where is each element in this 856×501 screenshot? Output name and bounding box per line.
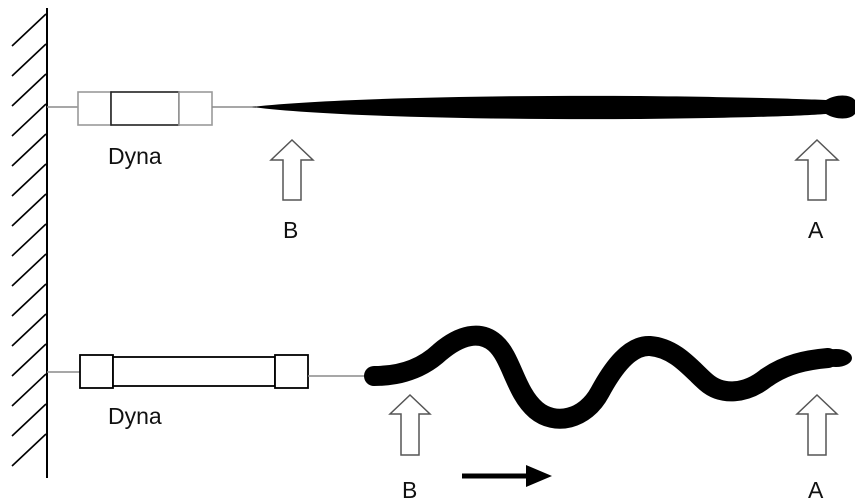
top-dyna-body [110,91,180,126]
bottom-snake-body [364,325,838,429]
top-dyna-end-left [77,91,112,126]
right-arrow-head-icon [526,465,552,487]
wall-hatching [11,13,47,467]
bottom-dyna-body [112,356,276,387]
top-dyna-label: Dyna [108,143,162,169]
bottom-snake-head [820,349,852,367]
bottom-marker-a: A [795,393,839,501]
up-arrow-icon [269,138,315,201]
bottom-dyna-label: Dyna [108,403,162,429]
bottom-dyna-end-left [79,354,114,389]
wall [11,8,48,478]
bottom-marker-b-label: B [402,477,417,501]
motion-arrow [462,465,552,487]
top-marker-b: B [269,138,315,243]
top-dynamometer [77,91,213,126]
bottom-marker-b: B [388,393,432,501]
bottom-marker-a-label: A [808,477,824,501]
top-marker-a: A [794,138,840,243]
top-marker-a-label: A [808,217,824,243]
top-snake-body [252,95,855,120]
panel-bottom: Dyna B A [47,325,852,501]
top-dyna-end-right [178,91,213,126]
top-marker-b-label: B [283,217,298,243]
up-arrow-icon [795,393,839,456]
bottom-dyna-end-right [274,354,309,389]
bottom-dynamometer [79,354,309,389]
up-arrow-icon [794,138,840,201]
panel-top: Dyna B A [47,91,855,243]
up-arrow-icon [388,393,432,456]
